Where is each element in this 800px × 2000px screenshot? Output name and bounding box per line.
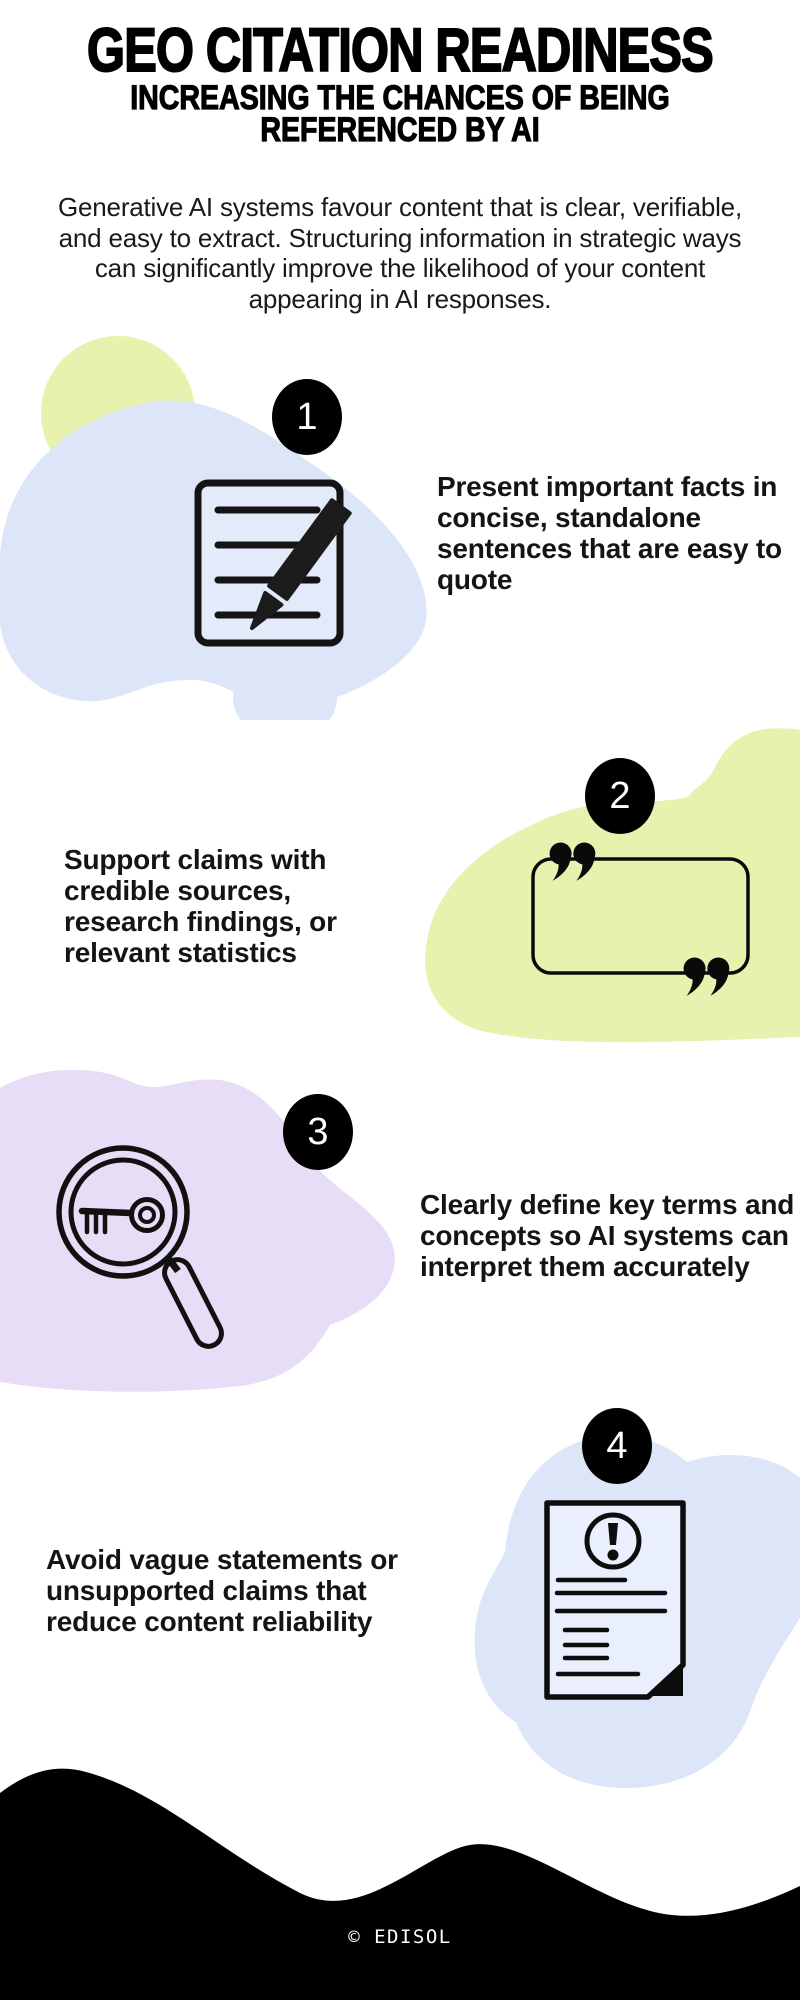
step-2-number-badge: 2	[585, 758, 655, 834]
step-3-number: 3	[307, 1110, 329, 1153]
step-1-number: 1	[296, 395, 318, 438]
quote-frame-icon	[531, 842, 750, 996]
step-1-number-badge: 1	[272, 379, 342, 455]
step-3-number-badge: 3	[283, 1094, 353, 1170]
step-4-text: Avoid vague statements or unsupported cl…	[46, 1544, 398, 1637]
step-4-number: 4	[606, 1424, 628, 1467]
step-2-text: Support claims with credible sources, re…	[64, 844, 337, 968]
magnifier-key-icon	[56, 1145, 224, 1349]
step-2-number: 2	[609, 774, 631, 817]
notepad-pen-icon	[194, 479, 352, 647]
page-subtitle: INCREASING THE CHANCES OF BEING REFERENC…	[64, 79, 736, 149]
step-1-text: Present important facts in concise, stan…	[437, 471, 782, 595]
document-alert-icon	[544, 1500, 686, 1700]
footer-wave	[0, 1768, 800, 2000]
green-blob-step2	[425, 728, 800, 1043]
subtitle-line-1: INCREASING THE CHANCES OF BEING	[130, 79, 671, 117]
subtitle-line-2: REFERENCED BY AI	[260, 111, 540, 149]
intro-paragraph: Generative AI systems favour content tha…	[58, 192, 742, 314]
step-4-number-badge: 4	[582, 1408, 652, 1484]
footer-credit: © EDISOL	[348, 1926, 452, 1948]
step-3-text: Clearly define key terms and concepts so…	[420, 1189, 795, 1282]
page-title: GEO CITATION READINESS	[86, 16, 714, 84]
